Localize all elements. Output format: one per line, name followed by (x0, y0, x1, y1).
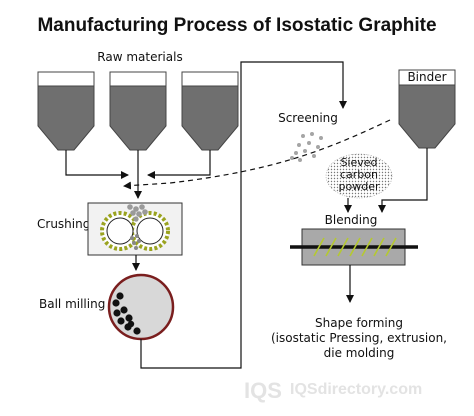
watermark-logo: IQS (244, 378, 282, 403)
sieved-label-line3: powder (339, 180, 380, 193)
shape-forming-line3: die molding (324, 346, 395, 360)
screening-particles (290, 132, 323, 162)
raw-material-hopper-1 (37, 71, 95, 151)
crusher (87, 202, 183, 256)
sieved-label-line2: carbon (340, 168, 378, 181)
crushing-label: Crushing (37, 217, 90, 231)
diagram-title: Manufacturing Process of Isostatic Graph… (37, 15, 436, 36)
ball-milling-label: Ball milling (39, 297, 105, 311)
blender (290, 228, 418, 266)
mill-to-screening-connector (140, 61, 347, 369)
ball-mill (107, 273, 175, 341)
hopper-connectors (65, 150, 211, 199)
blending-label: Blending (325, 213, 378, 227)
raw-materials-label: Raw materials (97, 50, 182, 64)
sieved-powder-cloud (325, 153, 393, 199)
watermark: IQS IQSdirectory.com (244, 378, 422, 403)
sieved-label-line1: Sieved (340, 156, 377, 169)
shape-forming-line2: (isostatic Pressing, extrusion, (271, 331, 447, 345)
raw-material-hopper-3 (181, 71, 239, 151)
shape-forming-line1: Shape forming (315, 316, 403, 330)
raw-material-hopper-2 (109, 71, 167, 151)
binder-connector (378, 148, 428, 213)
watermark-url: IQSdirectory.com (290, 381, 422, 398)
binder-hopper (398, 69, 456, 149)
screening-label: Screening (278, 111, 338, 125)
binder-label: Binder (407, 70, 446, 84)
